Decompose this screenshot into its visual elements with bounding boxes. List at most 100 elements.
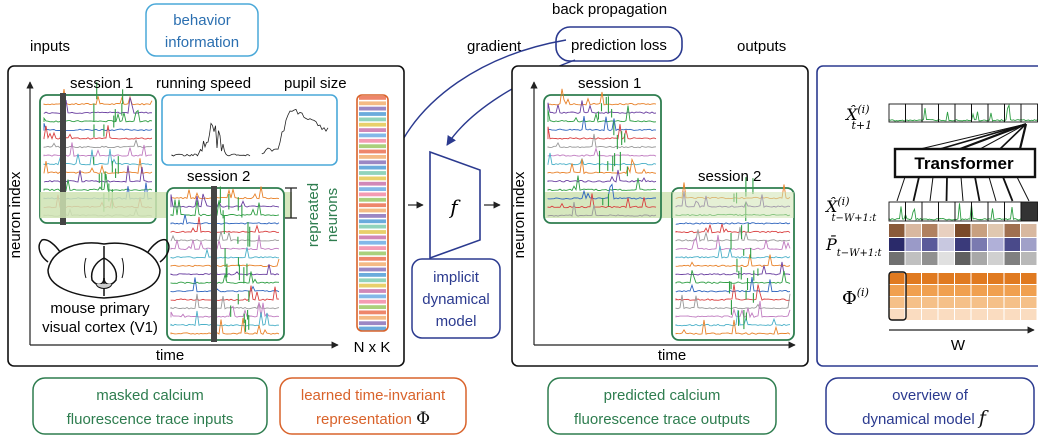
trace-line xyxy=(675,300,791,319)
pupil-size-trace xyxy=(261,108,329,155)
embedding-column-outline xyxy=(356,94,389,332)
embedding-stripe xyxy=(359,230,386,234)
gradient-label: gradient xyxy=(467,38,522,55)
phi-cell xyxy=(971,297,987,308)
fan-line-top xyxy=(919,123,1027,150)
phi-cell xyxy=(1004,297,1020,308)
behavior-cell xyxy=(1004,252,1020,265)
fan-line-bottom xyxy=(912,176,920,202)
behavior-grid xyxy=(889,224,1037,265)
frame-trace xyxy=(888,103,1038,122)
embedding-stripe xyxy=(359,251,386,256)
trace-line xyxy=(547,146,657,157)
embedding-stripe xyxy=(359,310,386,315)
outputs-x-axis-label: time xyxy=(658,347,686,364)
embedding-stripe xyxy=(359,203,386,208)
behavior-cell xyxy=(955,252,971,265)
phi-cell xyxy=(905,297,921,308)
inputs-session2-label: session 2 xyxy=(187,168,250,185)
phi-cell xyxy=(1021,285,1037,296)
x-next-label: X̂(i)t+1 xyxy=(844,103,872,132)
behavior-cell xyxy=(922,224,938,237)
behavior-traces-box xyxy=(161,94,338,166)
embedding-stripe xyxy=(359,138,386,143)
phi-cell xyxy=(905,309,921,320)
behavior-cell xyxy=(955,224,971,237)
trace-line xyxy=(170,310,280,327)
embedding-stripe xyxy=(359,315,386,320)
next-step-frames xyxy=(888,103,1038,123)
phi-cell xyxy=(988,273,1004,284)
backprop-arrow-to-inputs xyxy=(395,39,567,154)
inputs-session2-traces xyxy=(170,186,280,342)
phi-highlight xyxy=(888,271,907,321)
behavior-cell xyxy=(1004,224,1020,237)
embedding-stripe xyxy=(359,112,386,116)
phi-cell xyxy=(1021,273,1037,284)
implicit-model-box xyxy=(411,258,501,339)
transformer-label: Transformer xyxy=(914,154,1014,173)
fan-line-bottom xyxy=(988,176,997,202)
phi-cell xyxy=(971,285,987,296)
caption-masked-2: fluorescence trace inputs xyxy=(67,411,234,428)
phi-cell xyxy=(938,273,954,284)
inputs-x-axis-label: time xyxy=(156,347,184,364)
phi-cell xyxy=(922,297,938,308)
outputs-session1-traces xyxy=(547,88,657,217)
nk-label: N x K xyxy=(354,339,391,356)
embedding-stripe xyxy=(359,197,386,202)
embedding-stripe xyxy=(359,165,386,170)
caption-learned-box xyxy=(279,377,467,435)
trace-line xyxy=(675,222,791,225)
embedding-stripe xyxy=(359,299,386,304)
fan-line-bottom xyxy=(960,176,964,202)
phi-cell xyxy=(1004,273,1020,284)
phi-cell xyxy=(955,297,971,308)
embedding-stripe xyxy=(359,144,386,149)
phi-cell xyxy=(889,273,905,284)
fan-line-bottom xyxy=(945,176,948,202)
x-window-label: X̂(i)t−W+1:t xyxy=(824,195,877,224)
phi-cell xyxy=(955,309,971,320)
embedding-stripe xyxy=(359,106,386,111)
embedding-stripe xyxy=(359,289,386,293)
running-speed-trace xyxy=(171,122,251,157)
trace-line xyxy=(547,193,657,209)
behavior-cell xyxy=(988,224,1004,237)
transformer-box xyxy=(893,147,1037,179)
phi-cell xyxy=(922,285,938,296)
embedding-stripe xyxy=(359,171,386,175)
phi-cell xyxy=(889,297,905,308)
phi-cell xyxy=(905,285,921,296)
implicit-label-1: implicit xyxy=(433,269,480,286)
trace-line xyxy=(675,284,791,301)
trace-line xyxy=(547,183,656,200)
learned-embedding-column xyxy=(359,96,386,331)
trace-line xyxy=(547,88,657,106)
embedding-stripe xyxy=(359,96,386,100)
phi-cell xyxy=(1021,297,1037,308)
transformer-connections xyxy=(896,122,1030,202)
caption-overview-box xyxy=(825,377,1035,435)
phi-label: Φ(i) xyxy=(842,286,869,309)
caption-overview-1: overview of xyxy=(892,387,969,404)
caption-learned-2: representation Φ xyxy=(316,409,430,429)
phi-cell xyxy=(1021,309,1037,320)
p-window-label: P̄t−W+1:t xyxy=(825,233,883,259)
trace-line xyxy=(547,105,657,123)
embedding-stripe xyxy=(359,155,386,159)
behavior-cell xyxy=(1021,238,1037,251)
caption-predicted-box xyxy=(547,377,777,435)
inputs-session1-label: session 1 xyxy=(70,75,133,92)
trace-line xyxy=(170,193,280,208)
embedding-stripe xyxy=(359,235,386,240)
trace-line xyxy=(170,277,280,293)
trace-line xyxy=(547,175,657,192)
embedding-stripe xyxy=(359,224,386,229)
trace-line xyxy=(675,223,791,234)
behavior-cell xyxy=(938,252,954,265)
embedding-stripe xyxy=(359,294,386,299)
behavior-cell xyxy=(1021,252,1037,265)
behavior-cell xyxy=(971,252,987,265)
embedding-stripe xyxy=(359,101,386,106)
